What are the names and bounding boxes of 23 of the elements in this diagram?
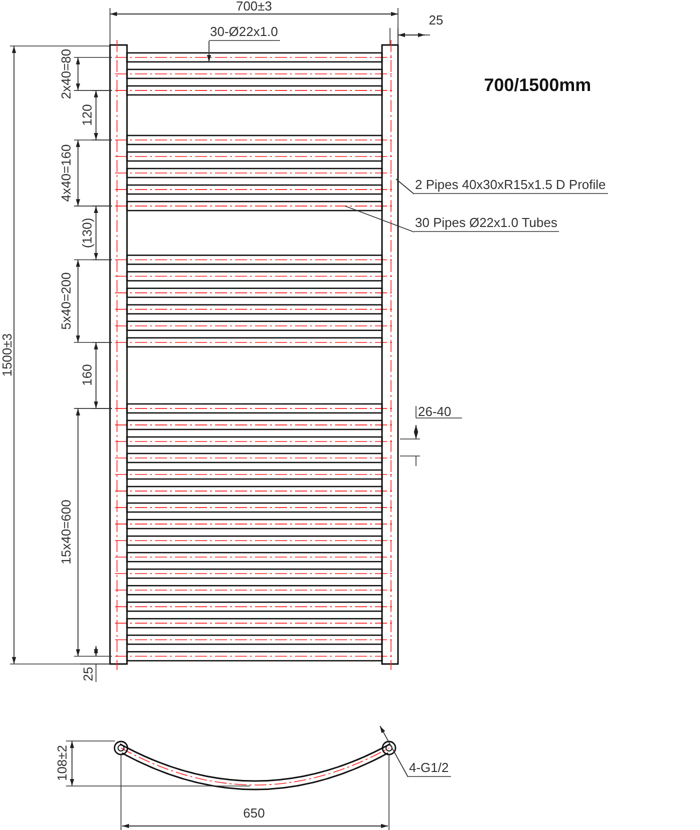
dimension-value: 25 <box>80 666 96 682</box>
leader-line <box>344 206 414 232</box>
size-note: 700/1500mm <box>484 74 592 96</box>
dimension-value: 25 <box>428 12 444 28</box>
callout-text: 4-G1/2 <box>408 760 451 777</box>
dimension-value: 120 <box>80 104 94 126</box>
dimension-value: 5x40=200 <box>58 272 74 330</box>
dimension-value: 108±2 <box>54 744 70 782</box>
dimension-value: (130) <box>80 218 94 248</box>
leader-line <box>380 726 408 778</box>
callout-text: 30 Pipes Ø22x1.0 Tubes <box>414 215 560 232</box>
dimension-value: 4x40=160 <box>58 144 74 202</box>
leader-line <box>396 178 414 194</box>
dimension-value: 26-40 <box>418 404 452 419</box>
dimension-value: 160 <box>80 364 94 386</box>
dimension-value: 650 <box>243 806 265 820</box>
dimension-value: 2x40=80 <box>58 48 74 100</box>
dimension-value: 1500±3 <box>0 333 14 377</box>
callout-text: 2 Pipes 40x30xR15x1.5 D Profile <box>414 177 608 194</box>
callout-text: 30-Ø22x1.0 <box>209 24 280 41</box>
leader-line <box>206 40 212 62</box>
dimension-value: 15x40=600 <box>58 500 74 564</box>
dimension-value: 700±3 <box>236 0 272 14</box>
